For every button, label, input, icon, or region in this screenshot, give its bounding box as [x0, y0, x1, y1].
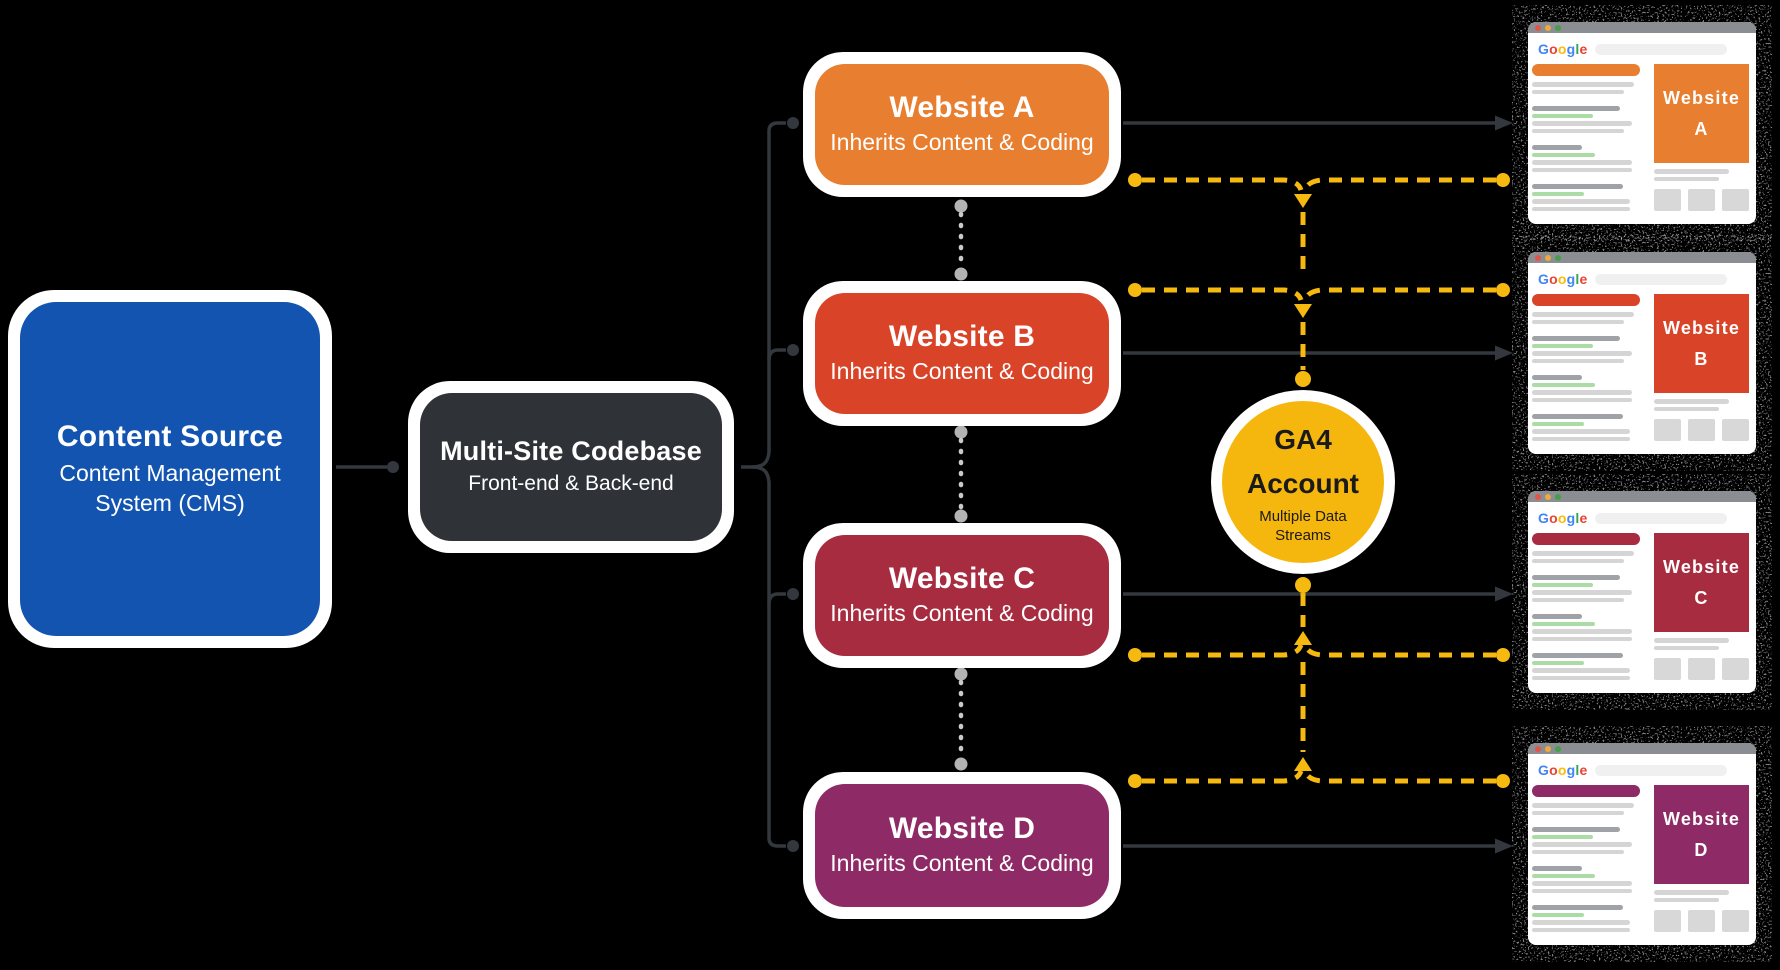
website-a-subtitle: Inherits Content & Coding — [830, 129, 1094, 156]
website-a-node: Website A Inherits Content & Coding — [803, 52, 1121, 197]
website-c-banner: Website C — [1654, 533, 1749, 632]
browser-b-mockup: Google Website B — [1512, 235, 1772, 471]
close-dot-icon — [1535, 493, 1541, 500]
codebase-box: Multi-Site Codebase Front-end & Back-end — [420, 393, 722, 541]
maximize-dot-icon — [1555, 745, 1561, 752]
ad-column: Website B — [1654, 294, 1749, 441]
website-d-banner: Website D — [1654, 785, 1749, 884]
maximize-dot-icon — [1555, 24, 1561, 31]
thumbnail-row — [1654, 419, 1749, 441]
content-source-node: Content Source Content Management System… — [8, 290, 332, 648]
top-result-highlight — [1532, 294, 1640, 306]
browser-titlebar — [1528, 743, 1756, 754]
results-column — [1532, 294, 1644, 441]
maximize-dot-icon — [1555, 254, 1561, 261]
search-bar — [1595, 512, 1728, 524]
ad-column: Website A — [1654, 64, 1749, 211]
search-header: Google — [1528, 263, 1756, 287]
search-results-page: Website C — [1528, 526, 1756, 680]
browser-c-mockup: Google Website C — [1512, 474, 1772, 710]
google-logo: Google — [1538, 762, 1588, 778]
website-c-node: Website C Inherits Content & Coding — [803, 523, 1121, 668]
minimize-dot-icon — [1545, 254, 1551, 261]
thumbnail-row — [1654, 910, 1749, 932]
search-header: Google — [1528, 33, 1756, 57]
website-a-box: Website A Inherits Content & Coding — [815, 64, 1109, 185]
content-source-title: Content Source — [56, 420, 284, 454]
codebase-subtitle: Front-end & Back-end — [468, 472, 674, 496]
content-source-subtitle: Content Management System (CMS) — [59, 460, 281, 516]
search-header: Google — [1528, 754, 1756, 778]
browser-titlebar — [1528, 22, 1756, 33]
results-column — [1532, 785, 1644, 932]
search-results-page: Website B — [1528, 287, 1756, 441]
website-d-title: Website D — [888, 812, 1036, 846]
search-bar — [1595, 764, 1728, 776]
google-logo: Google — [1538, 271, 1588, 287]
ad-column: Website C — [1654, 533, 1749, 680]
browser-c-window: Google Website C — [1528, 491, 1756, 693]
top-result-highlight — [1532, 64, 1640, 76]
top-result-highlight — [1532, 533, 1640, 545]
google-logo: Google — [1538, 510, 1588, 526]
website-c-title: Website C — [888, 562, 1036, 596]
browser-d-mockup: Google Website D — [1512, 726, 1772, 962]
ga4-data-stream-links — [1128, 173, 1510, 788]
browser-d-window: Google Website D — [1528, 743, 1756, 945]
website-b-banner: Website B — [1654, 294, 1749, 393]
browser-titlebar — [1528, 491, 1756, 502]
browser-a-window: Google Website A — [1528, 22, 1756, 224]
search-results-page: Website A — [1528, 57, 1756, 211]
ad-column: Website D — [1654, 785, 1749, 932]
website-c-subtitle: Inherits Content & Coding — [830, 600, 1094, 627]
website-b-subtitle: Inherits Content & Coding — [830, 358, 1094, 385]
website-d-node: Website D Inherits Content & Coding — [803, 772, 1121, 919]
codebase-node: Multi-Site Codebase Front-end & Back-end — [408, 381, 734, 553]
dark-connectors — [336, 115, 1513, 854]
ga4-title: GA4 Account — [1247, 424, 1359, 499]
results-column — [1532, 64, 1644, 211]
minimize-dot-icon — [1545, 493, 1551, 500]
content-source-box: Content Source Content Management System… — [20, 302, 320, 636]
thumbnail-row — [1654, 189, 1749, 211]
inheritance-dashed-links — [954, 199, 968, 771]
website-d-subtitle: Inherits Content & Coding — [830, 850, 1094, 877]
website-a-title: Website A — [889, 91, 1035, 125]
close-dot-icon — [1535, 24, 1541, 31]
browser-a-mockup: Google Website A — [1512, 5, 1772, 241]
ga4-node: GA4 Account Multiple Data Streams — [1211, 390, 1395, 574]
website-b-box: Website B Inherits Content & Coding — [815, 293, 1109, 414]
browser-titlebar — [1528, 252, 1756, 263]
search-results-page: Website D — [1528, 778, 1756, 932]
ga4-subtitle: Multiple Data Streams — [1259, 508, 1347, 544]
close-dot-icon — [1535, 254, 1541, 261]
search-header: Google — [1528, 502, 1756, 526]
website-d-box: Website D Inherits Content & Coding — [815, 784, 1109, 907]
top-result-highlight — [1532, 785, 1640, 797]
codebase-title: Multi-Site Codebase — [440, 436, 702, 467]
ga4-circle: GA4 Account Multiple Data Streams — [1222, 401, 1384, 563]
website-b-node: Website B Inherits Content & Coding — [803, 281, 1121, 426]
search-bar — [1595, 273, 1728, 285]
website-b-title: Website B — [888, 320, 1036, 354]
search-bar — [1595, 43, 1728, 55]
website-c-box: Website C Inherits Content & Coding — [815, 535, 1109, 656]
results-column — [1532, 533, 1644, 680]
google-logo: Google — [1538, 41, 1588, 57]
close-dot-icon — [1535, 745, 1541, 752]
minimize-dot-icon — [1545, 745, 1551, 752]
website-a-banner: Website A — [1654, 64, 1749, 163]
browser-b-window: Google Website B — [1528, 252, 1756, 454]
thumbnail-row — [1654, 658, 1749, 680]
maximize-dot-icon — [1555, 493, 1561, 500]
minimize-dot-icon — [1545, 24, 1551, 31]
